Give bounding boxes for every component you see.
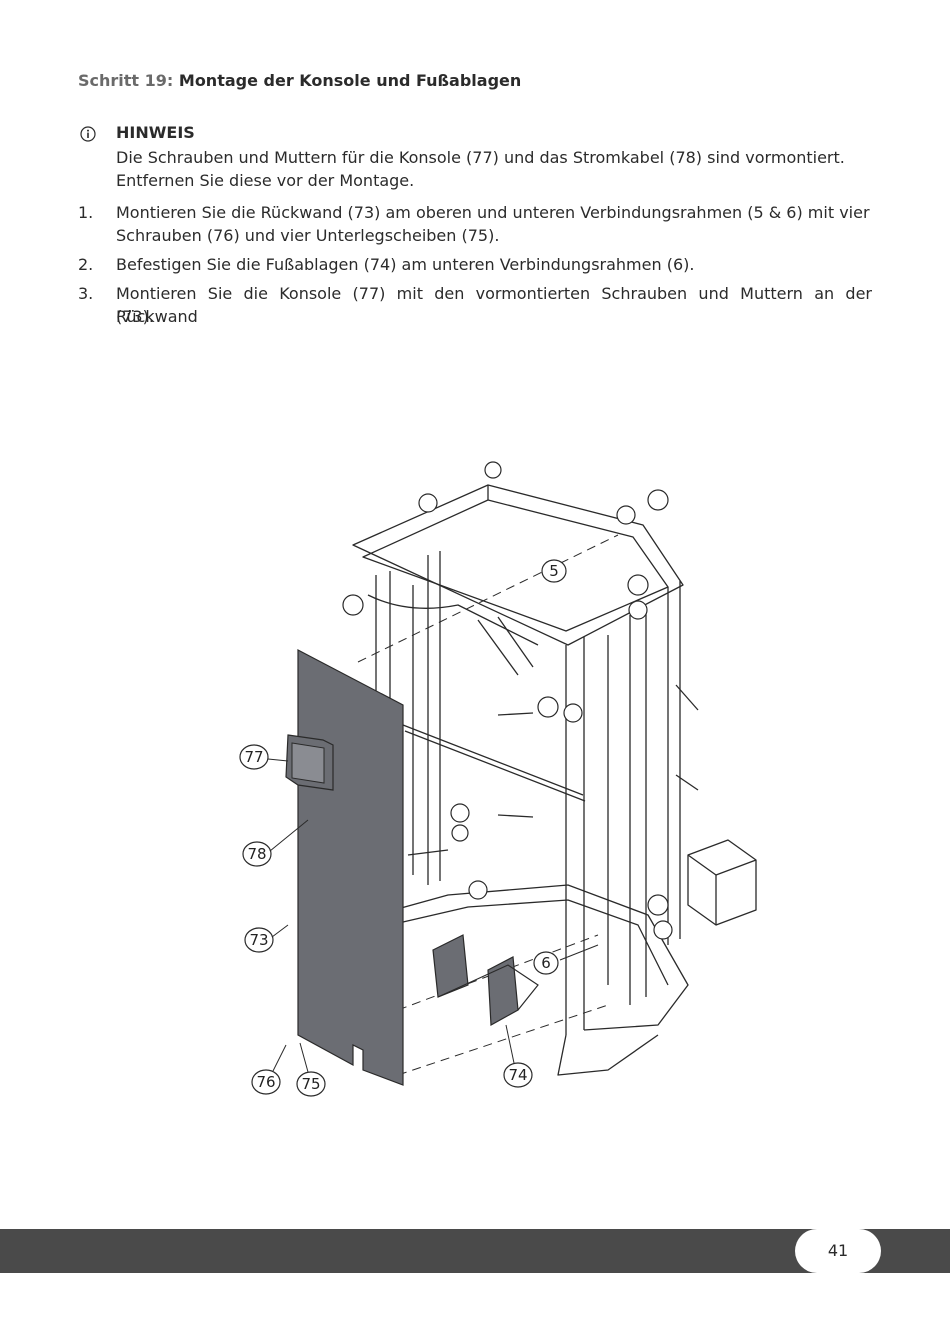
callout-74: 74	[508, 1066, 527, 1084]
step-2-line-1: Befestigen Sie die Fußablagen (74) am un…	[116, 255, 695, 274]
step-2-number: 2.	[78, 255, 94, 274]
callout-76: 76	[256, 1073, 275, 1091]
step-3-line-1: Montieren Sie die Konsole (77) mit den v…	[116, 284, 872, 326]
callout-5: 5	[549, 562, 559, 580]
callout-78: 78	[247, 845, 266, 863]
page-number-pill	[795, 1229, 881, 1273]
note-text-line-2: Entfernen Sie diese vor der Montage.	[116, 171, 415, 190]
step-title: Montage der Konsole und Fußablagen	[178, 71, 522, 90]
page-number: 41	[827, 1241, 849, 1260]
note-title: HINWEIS	[116, 123, 195, 142]
step-heading: Schritt 19: Montage der Konsole und Fußa…	[78, 71, 521, 90]
note-text-line-1: Die Schrauben und Muttern für die Konsol…	[116, 148, 845, 167]
info-icon	[80, 126, 96, 142]
callout-75: 75	[301, 1075, 320, 1093]
callout-73: 73	[249, 931, 268, 949]
step-1-number: 1.	[78, 203, 94, 222]
assembly-illustration: 5 6 73 74 75 76 77 78	[239, 461, 757, 1097]
callout-77: 77	[244, 748, 263, 766]
step-1-line-2: Schrauben (76) und vier Unterlegscheiben…	[116, 226, 500, 245]
step-3-number: 3.	[78, 284, 94, 303]
footer-bar	[0, 1229, 950, 1273]
callout-6: 6	[541, 954, 551, 972]
step-label: Schritt 19:	[78, 71, 174, 90]
step-1-line-1: Montieren Sie die Rückwand (73) am obere…	[116, 203, 870, 222]
step-3-line-2: (73).	[116, 307, 154, 326]
